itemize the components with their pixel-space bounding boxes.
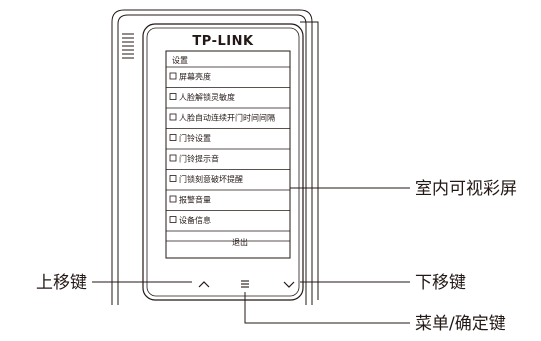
up-key-callout-label: 上移键: [36, 273, 87, 293]
menu-item-label: 门铃设置: [179, 133, 211, 143]
menu-item-label: 门铃提示音: [179, 154, 219, 164]
menu-confirm-button[interactable]: [241, 280, 249, 288]
screen-frame: [165, 50, 291, 259]
indoor-display-screen: 设置 屏幕亮度人脸解锁灵敏度人脸自动连续开门时间间隔门铃设置门铃提示音门锁刻意破…: [165, 50, 291, 259]
device-housing: [111, 9, 319, 305]
menu-item-bullet-icon: [169, 216, 177, 223]
menu-item[interactable]: 屏幕亮度: [166, 72, 290, 88]
menu-item[interactable]: 门铃提示音: [166, 154, 290, 170]
menu-item-label: 人脸自动连续开门时间间隔: [179, 113, 275, 123]
menu-leader-line: [244, 292, 410, 324]
menu-item[interactable]: 门锁刻意破坏提醒: [166, 174, 290, 191]
screen-header: 设置: [172, 55, 188, 65]
menu-item[interactable]: 人脸解锁灵敏度: [166, 92, 290, 109]
menu-confirm-callout-label: 菜单/确定键: [415, 314, 506, 334]
menu-icon: [241, 280, 249, 288]
menu-item-label: 人脸解锁灵敏度: [179, 92, 235, 102]
menu-item-bullet-icon: [169, 72, 177, 80]
menu-item-bullet-icon: [169, 93, 177, 100]
chevron-down-icon: [283, 281, 295, 288]
menu-item[interactable]: 门铃设置: [166, 133, 290, 150]
menu-item[interactable]: 报警音量: [166, 195, 290, 211]
callout-lines: [92, 187, 410, 324]
chevron-up-icon: [198, 281, 210, 288]
menu-list: 屏幕亮度人脸解锁灵敏度人脸自动连续开门时间间隔门铃设置门铃提示音门锁刻意破坏提醒…: [166, 72, 290, 242]
menu-item-label: 设备信息: [179, 215, 211, 225]
screen-callout-label: 室内可视彩屏: [415, 179, 517, 199]
menu-item-bullet-icon: [169, 154, 177, 162]
menu-item-bullet-icon: [169, 195, 177, 203]
device-front-inner: [146, 27, 300, 297]
menu-item[interactable]: 人脸自动连续开门时间间隔: [166, 113, 290, 129]
menu-item[interactable]: 设备信息: [166, 215, 290, 232]
up-button[interactable]: [198, 281, 210, 288]
menu-item-bullet-icon: [169, 113, 177, 121]
down-button[interactable]: [283, 281, 295, 288]
down-key-callout-label: 下移键: [415, 273, 466, 293]
brand-logo: TP-LINK: [192, 34, 254, 49]
menu-item-label: 屏幕亮度: [179, 72, 211, 82]
menu-item-label: 报警音量: [179, 195, 211, 205]
menu-item-bullet-icon: [169, 175, 177, 182]
exit-menu-item[interactable]: 退出: [232, 237, 248, 247]
menu-item-label: 门锁刻意破坏提醒: [179, 174, 243, 184]
vent-grill: [122, 33, 134, 59]
menu-item-bullet-icon: [169, 134, 177, 141]
